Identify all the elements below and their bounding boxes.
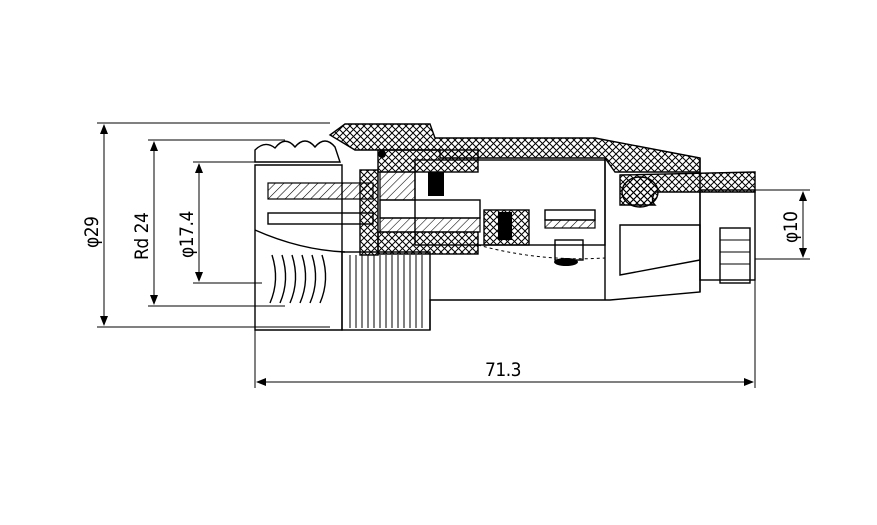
cable-diameter-label: φ10 [780,211,802,243]
inner-diameter-label: φ17.4 [176,211,198,258]
knurl-lines [349,255,423,328]
cable [699,189,756,281]
length-label: 71.3 [485,359,521,381]
contact-pins [267,149,481,256]
thread-label: Rd 24 [131,213,153,260]
terminal-insert [378,150,606,266]
dimension-arrows [100,124,807,386]
gasket [254,140,341,163]
thread-coils [269,254,327,304]
extension-lines [97,122,810,388]
outer-diameter-label: φ29 [81,216,103,248]
connector-body [254,123,756,331]
